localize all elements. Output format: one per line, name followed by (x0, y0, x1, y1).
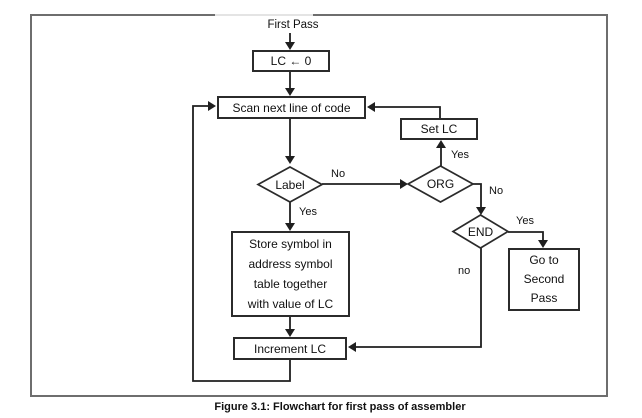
edge-label-end-no: no (458, 265, 471, 277)
goto-second-pass-box: Go to Second Pass (508, 248, 580, 311)
figure-caption: Figure 3.1: Flowchart for first pass of … (214, 401, 466, 413)
connector-org-no-to-end (473, 183, 482, 207)
lc-init-box: LC ← 0 (252, 50, 330, 72)
end-decision-text: END (467, 224, 494, 239)
connector-end-no-to-increment (356, 248, 482, 348)
arrowhead-into-setlc (436, 140, 446, 148)
org-decision-shape (406, 165, 475, 203)
scan-next-line-box: Scan next line of code (217, 96, 366, 119)
start-label: First Pass (267, 19, 319, 31)
edge-label-label-no: No (331, 168, 346, 180)
figure-frame (30, 14, 608, 397)
arrowhead-into-end (476, 207, 486, 215)
arrowhead-into-increment-top (285, 329, 295, 337)
connector-setlc-to-scan (375, 106, 441, 118)
arrowhead-into-goto (538, 240, 548, 248)
edge-label-org-yes: Yes (451, 149, 469, 161)
label-decision-shape (256, 166, 324, 203)
label-decision-text: Label (275, 177, 305, 192)
edge-label-label-yes: Yes (299, 206, 317, 218)
set-lc-box: Set LC (400, 118, 478, 140)
connector-loop-increment-to-scan (192, 105, 291, 382)
org-decision-text: ORG (426, 177, 455, 191)
arrowhead-into-scan-top (285, 88, 295, 96)
edge-label-end-yes: Yes (516, 215, 534, 227)
arrowhead-into-label (285, 156, 295, 164)
arrowhead-into-org (400, 179, 408, 189)
arrowhead-into-scan-right (367, 102, 375, 112)
arrowhead-into-increment-right (348, 342, 356, 352)
arrowhead-into-lc (285, 42, 295, 50)
arrowhead-into-store (285, 223, 295, 231)
store-symbol-box: Store symbol in address symbol table tog… (231, 231, 350, 317)
frame-top-gap (215, 14, 313, 16)
edge-label-org-no: No (489, 185, 504, 197)
end-decision-shape (451, 214, 510, 249)
increment-lc-box: Increment LC (233, 337, 347, 360)
connector-end-yes-to-goto (508, 231, 544, 240)
arrowhead-into-scan-left (208, 101, 216, 111)
